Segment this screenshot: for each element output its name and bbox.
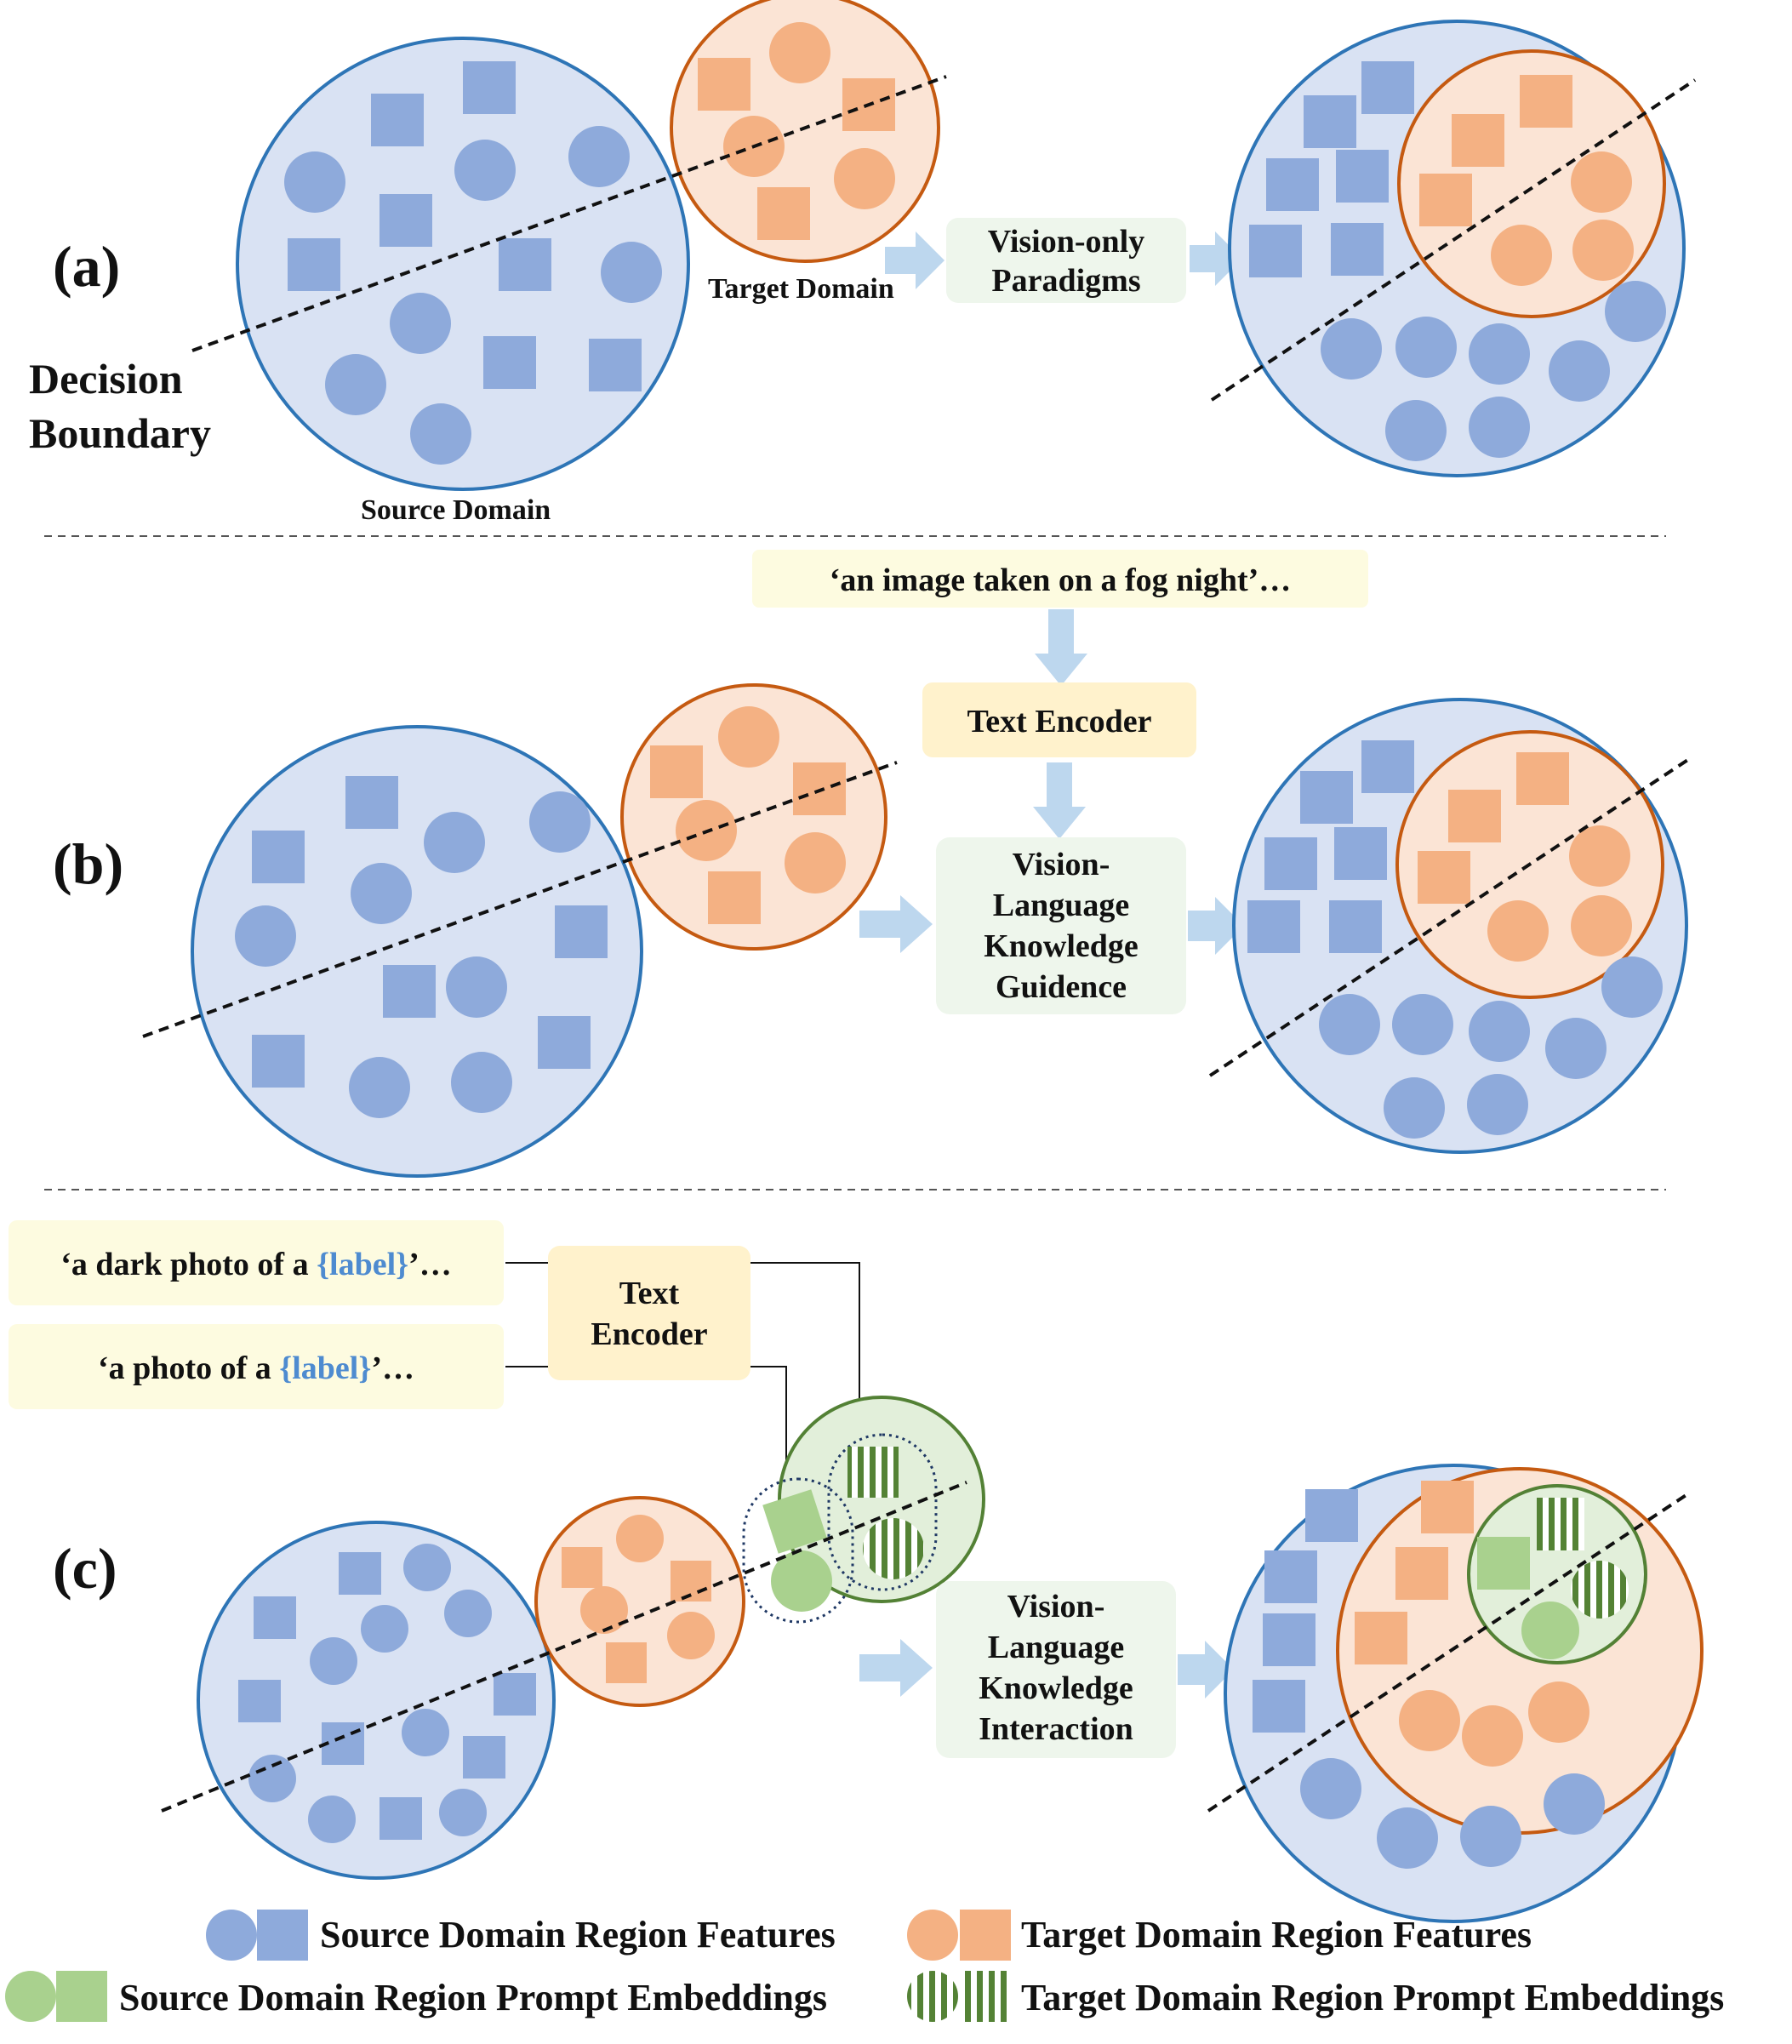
arrow-c1	[859, 1639, 933, 1697]
panel-b: ‘an image taken on a fog night’… Text En…	[53, 550, 1693, 1178]
method-label-c-4: Interaction	[979, 1711, 1133, 1747]
decision-boundary-line-c	[161, 1481, 967, 1813]
decision-boundary-line	[191, 75, 947, 352]
method-label-a-2: Paradigms	[991, 263, 1140, 299]
decision-boundary-label: Decision	[29, 355, 183, 403]
legend-item-source-prompts: Source Domain Region Prompt Embeddings	[5, 1971, 827, 2022]
target-features-c	[562, 1515, 715, 1683]
method-label-c-2: Language	[988, 1630, 1124, 1665]
legend-label-source-features: Source Domain Region Features	[320, 1914, 836, 1956]
legend-label-source-prompts: Source Domain Region Prompt Embeddings	[119, 1977, 827, 2018]
arrow-a2	[1190, 231, 1242, 286]
result-boundary-line-b	[1208, 756, 1693, 1077]
source-prompt-circle	[771, 1550, 832, 1612]
result-target-features-c	[1355, 1481, 1589, 1767]
fog-prompt-box	[752, 550, 1368, 608]
connector-encoder-to-target-prompt	[750, 1262, 865, 1448]
arrow-b1	[859, 895, 933, 953]
result-source-features-c	[1253, 1489, 1605, 1869]
method-box-b	[936, 837, 1186, 1014]
arrow-b-down1	[1035, 609, 1087, 686]
panel-label-a: (a)	[53, 234, 120, 299]
prompt-box-dark	[9, 1220, 504, 1305]
result-source-features-a	[1249, 61, 1666, 461]
legend-label-target-prompts: Target Domain Region Prompt Embeddings	[1021, 1977, 1724, 2018]
text-encoder-label-c-2: Encoder	[591, 1316, 707, 1352]
result-target-features-b	[1418, 752, 1632, 962]
decision-boundary-line-b	[142, 761, 898, 1038]
prompt-text-plain: ‘a photo of a {label}’…	[98, 1350, 414, 1386]
source-features-b	[235, 776, 608, 1118]
target-features	[698, 22, 895, 240]
target-features-b	[650, 706, 846, 924]
result-boundary-line-c	[1207, 1491, 1692, 1813]
legend-item-source-features: Source Domain Region Features	[206, 1910, 836, 1961]
result-source-features-b	[1247, 740, 1663, 1139]
prompt-box-plain	[9, 1324, 504, 1409]
prompt-embedding-circle-c	[778, 1396, 985, 1603]
fog-prompt-text: ‘an image taken on a fog night’…	[830, 562, 1292, 598]
method-label-c-3: Knowledge	[979, 1670, 1133, 1706]
method-label-b-2: Language	[993, 888, 1129, 923]
legend-item-target-prompts: Target Domain Region Prompt Embeddings	[907, 1971, 1724, 2022]
target-prompt-circle	[863, 1518, 924, 1579]
source-domain-label: Source Domain	[361, 494, 551, 526]
source-prompt-group	[742, 1477, 854, 1624]
method-label-b-4: Guidence	[996, 969, 1127, 1005]
text-encoder-box-c	[548, 1246, 750, 1380]
text-encoder-label-b: Text Encoder	[967, 704, 1151, 739]
panel-label-c: (c)	[53, 1536, 117, 1601]
panel-a: (a) Decision Boundary Target Domain Sour…	[29, 0, 1697, 526]
arrow-b-down2	[1033, 762, 1086, 839]
connector-encoder-to-source-prompt	[750, 1366, 791, 1493]
text-encoder-label-c-1: Text	[619, 1276, 680, 1311]
method-label-a-1: Vision-only	[988, 224, 1144, 260]
method-box-a	[946, 218, 1186, 303]
method-label-c-1: Vision-	[1007, 1589, 1105, 1624]
legend-item-target-features: Target Domain Region Features	[907, 1910, 1532, 1961]
text-encoder-box-b	[922, 682, 1196, 757]
source-prompt-square	[762, 1489, 827, 1554]
target-domain-label: Target Domain	[708, 273, 894, 305]
arrow-b2	[1188, 897, 1244, 955]
target-prompt-group	[827, 1433, 938, 1591]
arrow-c2	[1178, 1641, 1234, 1699]
result-prompt-circle-c	[1467, 1484, 1647, 1664]
legend-label-target-features: Target Domain Region Features	[1021, 1914, 1532, 1956]
result-boundary-line-a	[1210, 78, 1697, 402]
source-features-c	[238, 1544, 536, 1843]
arrow-a1	[885, 231, 945, 289]
result-target-features-a	[1419, 75, 1634, 286]
target-prompt-square	[847, 1447, 899, 1498]
panel-label-b: (b)	[53, 831, 123, 896]
prompt-text-dark: ‘a dark photo of a {label}’…	[60, 1247, 452, 1282]
decision-boundary-label-2: Boundary	[29, 409, 211, 457]
legend: Source Domain Region Features Target Dom…	[5, 1910, 1724, 2022]
method-box-c	[936, 1581, 1176, 1758]
method-label-b-3: Knowledge	[984, 928, 1139, 964]
result-prompt-features-c	[1477, 1498, 1629, 1659]
panel-c: ‘a dark photo of a {label}’… ‘a photo of…	[9, 1220, 1704, 1923]
source-features	[284, 61, 662, 465]
method-label-b-1: Vision-	[1013, 847, 1110, 882]
